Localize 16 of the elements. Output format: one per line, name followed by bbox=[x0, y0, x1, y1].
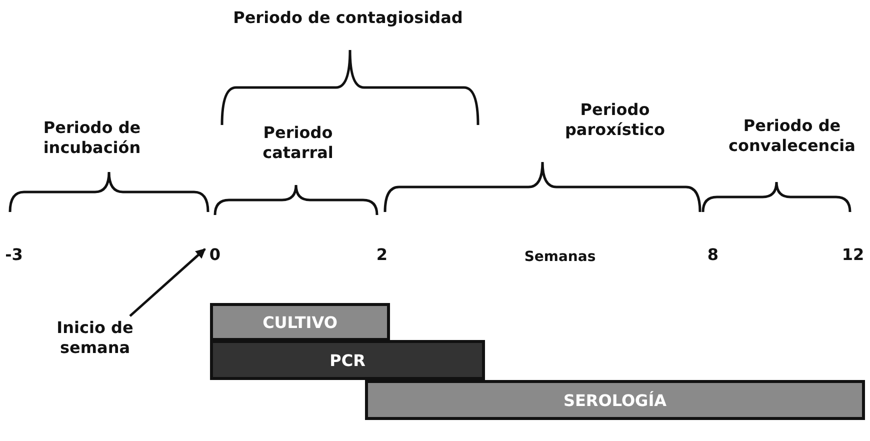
method-bar: SEROLOGÍA bbox=[365, 380, 865, 420]
arrow bbox=[129, 248, 206, 317]
axis-tick-label: 8 bbox=[706, 245, 720, 265]
period-label: Periodo de convalecencia bbox=[728, 116, 856, 156]
axis-tick-label: 0 bbox=[207, 245, 223, 265]
method-bar: PCR bbox=[210, 340, 485, 380]
period-label: Periodo de contagiosidad bbox=[232, 8, 464, 28]
period-label: Periodo catarral bbox=[262, 123, 334, 163]
annotation-text: Inicio de semana bbox=[45, 318, 145, 358]
period-label: Periodo paroxístico bbox=[564, 100, 666, 140]
axis-tick-label: -3 bbox=[4, 245, 24, 265]
period-label: Periodo de incubación bbox=[42, 118, 142, 158]
axis-tick-label: 2 bbox=[375, 245, 389, 265]
axis-title: Semanas bbox=[523, 248, 597, 267]
method-bar: CULTIVO bbox=[210, 303, 390, 341]
axis-tick-label: 12 bbox=[840, 245, 866, 265]
